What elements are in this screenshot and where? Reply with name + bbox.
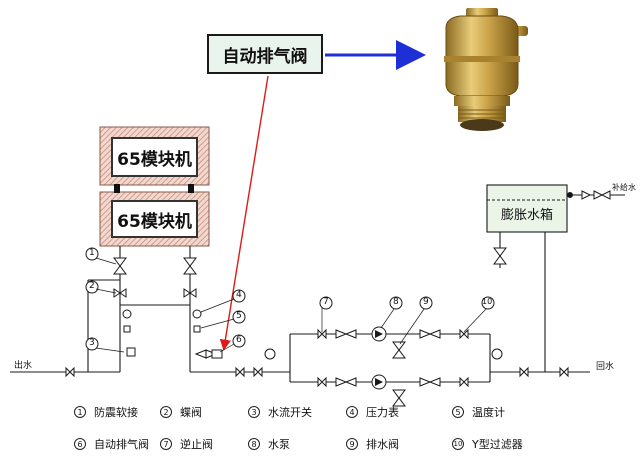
callout-number-9: 9 — [423, 297, 429, 307]
callout-number-2: 2 — [89, 281, 95, 291]
makeup-water-label: 补给水 — [612, 183, 636, 192]
callout-number-4: 4 — [236, 290, 242, 300]
callout-number-7: 7 — [323, 297, 329, 307]
callout-number-5: 5 — [236, 311, 242, 321]
air-valve-photo-icon — [444, 8, 528, 131]
module-unit-top: 65模块机 — [111, 137, 198, 177]
expansion-tank-label: 膨胀水箱 — [500, 208, 553, 223]
callout-number-10: 10 — [482, 297, 493, 306]
callout-number-8: 8 — [393, 297, 399, 307]
return-in-label: 回水 — [596, 362, 615, 372]
supply-out-label: 出水 — [14, 361, 33, 371]
callout-number-3: 3 — [89, 338, 95, 348]
callout-number-1: 1 — [89, 248, 95, 258]
callout-number-6: 6 — [236, 335, 242, 345]
air-valve-callout: 自动排气阀 — [207, 34, 323, 74]
module-unit-bottom: 65模块机 — [111, 200, 198, 238]
